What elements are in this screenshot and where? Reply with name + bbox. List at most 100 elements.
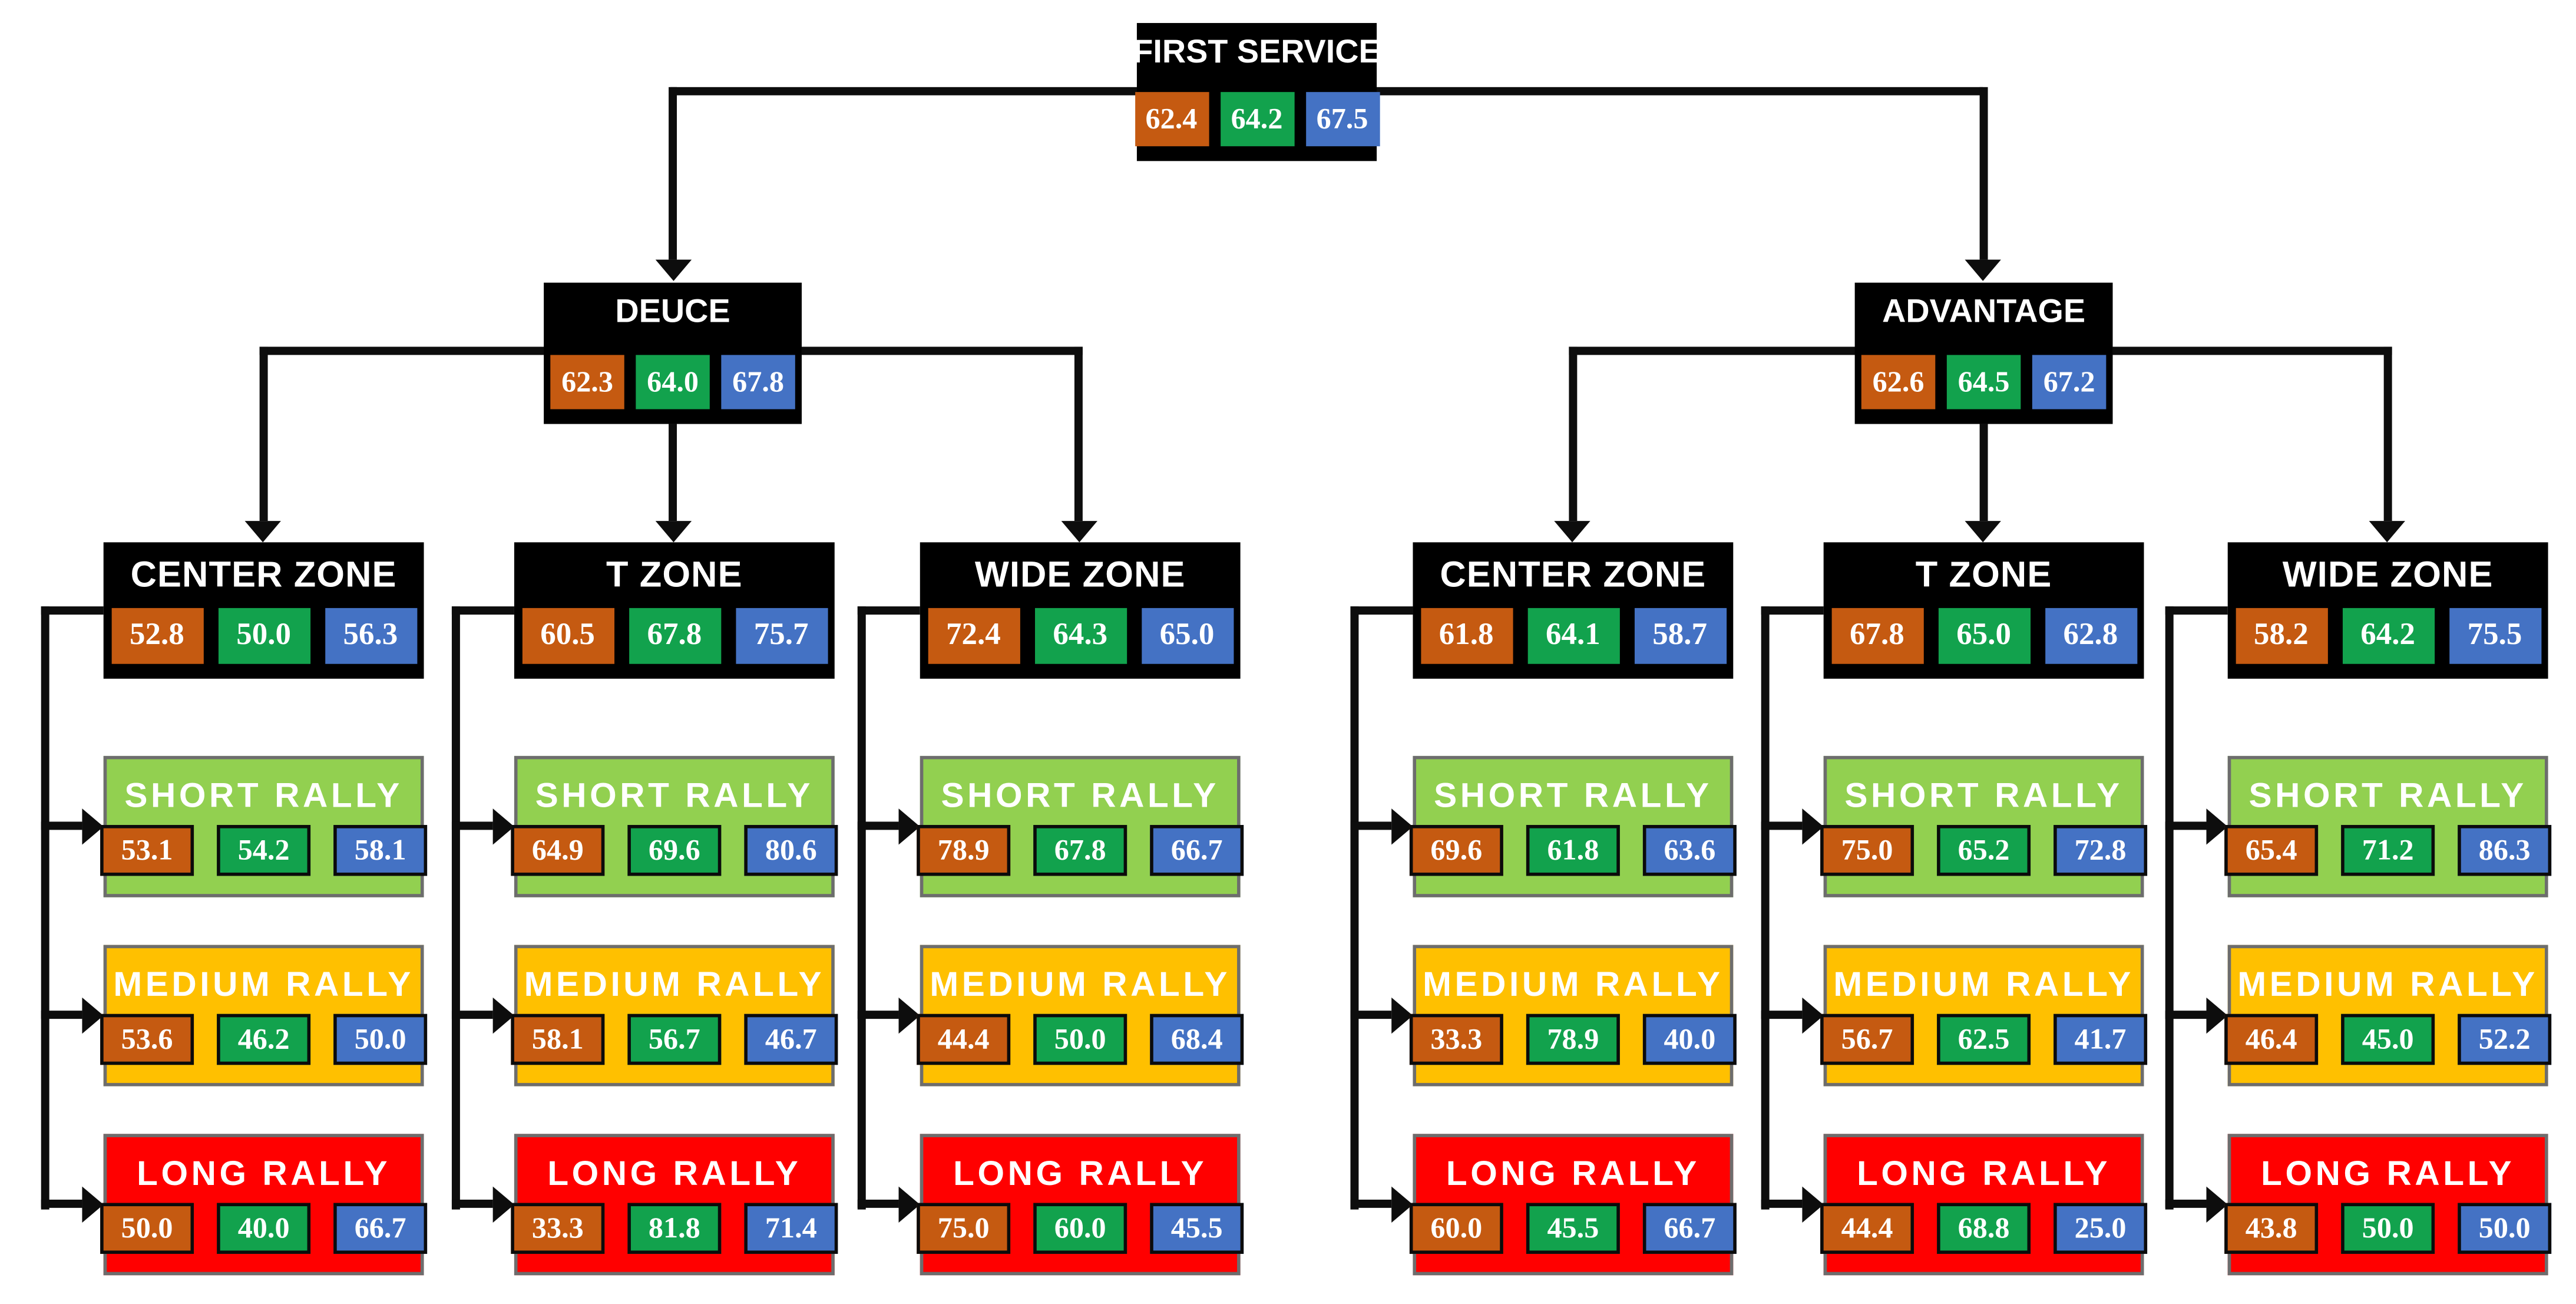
node-deuce-center-zone: CENTER ZONE 52.8 50.0 56.3 [103, 542, 424, 679]
node-first-service: FIRST SERVICE 62.4 64.2 67.5 [1133, 23, 1381, 161]
value-chip-green: 64.1 [1527, 608, 1619, 664]
connector-line [2165, 1011, 2207, 1019]
connector-line [669, 424, 677, 521]
rally-title: SHORT RALLY [124, 777, 403, 816]
arrow-right-icon [492, 997, 514, 1034]
value-chip-orange: 61.8 [1420, 608, 1513, 664]
value-chip-row: 46.4 45.0 52.2 [2224, 1014, 2552, 1065]
arrow-right-icon [1802, 997, 1824, 1034]
node-deuce-wide-long-rally: LONG RALLY 75.0 60.0 45.5 [917, 1134, 1244, 1276]
connector-line [1350, 821, 1392, 830]
value-chip-row: 64.9 69.6 80.6 [511, 825, 838, 876]
node-advantage-wide-long-rally: LONG RALLY 43.8 50.0 50.0 [2224, 1134, 2552, 1276]
arrow-right-icon [1802, 808, 1824, 845]
value-chip-green: 40.0 [217, 1203, 311, 1254]
value-chip-orange: 64.9 [511, 825, 605, 876]
node-advantage-wide-zone: WIDE ZONE 58.2 64.2 75.5 [2227, 542, 2548, 679]
value-chip-green: 64.2 [2342, 608, 2434, 664]
value-chip-green: 50.0 [2341, 1203, 2435, 1254]
value-chip-orange: 60.5 [521, 608, 614, 664]
rally-title: LONG RALLY [1857, 1155, 2111, 1193]
rally-title: LONG RALLY [953, 1155, 1208, 1193]
node-title: CENTER ZONE [1440, 553, 1707, 595]
connector-line [1350, 606, 1413, 615]
value-chip-blue: 75.7 [735, 608, 828, 664]
value-chip-orange: 72.4 [927, 608, 1020, 664]
arrow-right-icon [1391, 1186, 1413, 1223]
value-chip-green: 64.5 [1946, 355, 2021, 410]
connector-line [41, 606, 49, 1210]
rally-title: MEDIUM RALLY [524, 966, 825, 1005]
value-chip-row: 75.0 60.0 45.5 [917, 1203, 1244, 1254]
value-chip-orange: 44.4 [917, 1014, 1011, 1065]
connector-line [41, 1011, 82, 1019]
node-deuce-wide-zone: WIDE ZONE 72.4 64.3 65.0 [920, 542, 1241, 679]
value-chip-row: 53.6 46.2 50.0 [100, 1014, 428, 1065]
node-deuce-center-short-rally: SHORT RALLY 53.1 54.2 58.1 [100, 755, 428, 897]
rally-title: LONG RALLY [2261, 1155, 2515, 1193]
value-chip-green: 78.9 [1526, 1014, 1620, 1065]
arrow-right-icon [1802, 1186, 1824, 1223]
arrow-right-icon [2206, 997, 2228, 1034]
node-deuce-t-short-rally: SHORT RALLY 64.9 69.6 80.6 [511, 755, 838, 897]
value-chip-row: 58.2 64.2 75.5 [2235, 608, 2541, 664]
value-chip-row: 67.8 65.0 62.8 [1831, 608, 2137, 664]
connector-line [1350, 1199, 1392, 1208]
rally-title: SHORT RALLY [1844, 777, 2123, 816]
value-chip-orange: 62.4 [1134, 92, 1209, 147]
value-chip-orange: 53.6 [100, 1014, 194, 1065]
value-chip-orange: 65.4 [2224, 825, 2319, 876]
node-title: FIRST SERVICE [1133, 34, 1381, 71]
arrow-down-icon [655, 259, 692, 281]
node-advantage-center-short-rally: SHORT RALLY 69.6 61.8 63.6 [1409, 755, 1737, 897]
value-chip-row: 60.0 45.5 66.7 [1409, 1203, 1737, 1254]
value-chip-blue: 66.7 [1150, 825, 1244, 876]
value-chip-orange: 62.3 [550, 355, 624, 410]
rally-title: LONG RALLY [137, 1155, 391, 1193]
arrow-right-icon [492, 808, 514, 845]
value-chip-green: 64.2 [1219, 92, 1294, 147]
arrow-right-icon [82, 808, 104, 845]
value-chip-blue: 86.3 [2458, 825, 2552, 876]
connector-line [857, 1011, 899, 1019]
value-chip-blue: 45.5 [1150, 1203, 1244, 1254]
arrow-down-icon [655, 521, 692, 543]
arrow-right-icon [492, 1186, 514, 1223]
node-title: DEUCE [615, 294, 730, 331]
connector-line [451, 1199, 493, 1208]
value-chip-green: 45.0 [2341, 1014, 2435, 1065]
value-chip-blue: 40.0 [1642, 1014, 1737, 1065]
arrow-down-icon [1554, 521, 1590, 543]
value-chip-green: 65.0 [1937, 608, 2030, 664]
value-chip-green: 45.5 [1526, 1203, 1620, 1254]
node-advantage-wide-short-rally: SHORT RALLY 65.4 71.2 86.3 [2224, 755, 2552, 897]
node-deuce-t-zone: T ZONE 60.5 67.8 75.7 [514, 542, 835, 679]
value-chip-blue: 63.6 [1642, 825, 1737, 876]
connector-line [2165, 1199, 2207, 1208]
connector-line [801, 346, 1083, 355]
value-chip-green: 56.7 [627, 1014, 722, 1065]
connector-line [2165, 606, 2228, 615]
value-chip-row: 72.4 64.3 65.0 [927, 608, 1234, 664]
connector-line [669, 87, 677, 260]
value-chip-orange: 75.0 [1820, 825, 1914, 876]
connector-line [857, 821, 899, 830]
value-chip-row: 33.3 78.9 40.0 [1409, 1014, 1737, 1065]
connector-line [1350, 606, 1359, 1210]
value-chip-row: 53.1 54.2 58.1 [100, 825, 428, 876]
value-chip-blue: 80.6 [744, 825, 838, 876]
node-deuce-t-medium-rally: MEDIUM RALLY 58.1 56.7 46.7 [511, 945, 838, 1087]
value-chip-green: 64.0 [636, 355, 710, 410]
node-advantage-wide-medium-rally: MEDIUM RALLY 46.4 45.0 52.2 [2224, 945, 2552, 1087]
value-chip-orange: 46.4 [2224, 1014, 2319, 1065]
value-chip-row: 43.8 50.0 50.0 [2224, 1203, 2552, 1254]
value-chip-blue: 71.4 [744, 1203, 838, 1254]
value-chip-row: 78.9 67.8 66.7 [917, 825, 1244, 876]
connector-line [1979, 87, 1988, 260]
connector-line [1761, 606, 1824, 615]
rally-title: MEDIUM RALLY [1423, 966, 1724, 1005]
rally-title: SHORT RALLY [1434, 777, 1712, 816]
value-chip-green: 46.2 [217, 1014, 311, 1065]
node-deuce: DEUCE 62.3 64.0 67.8 [544, 282, 802, 424]
node-title: T ZONE [1915, 553, 2052, 595]
